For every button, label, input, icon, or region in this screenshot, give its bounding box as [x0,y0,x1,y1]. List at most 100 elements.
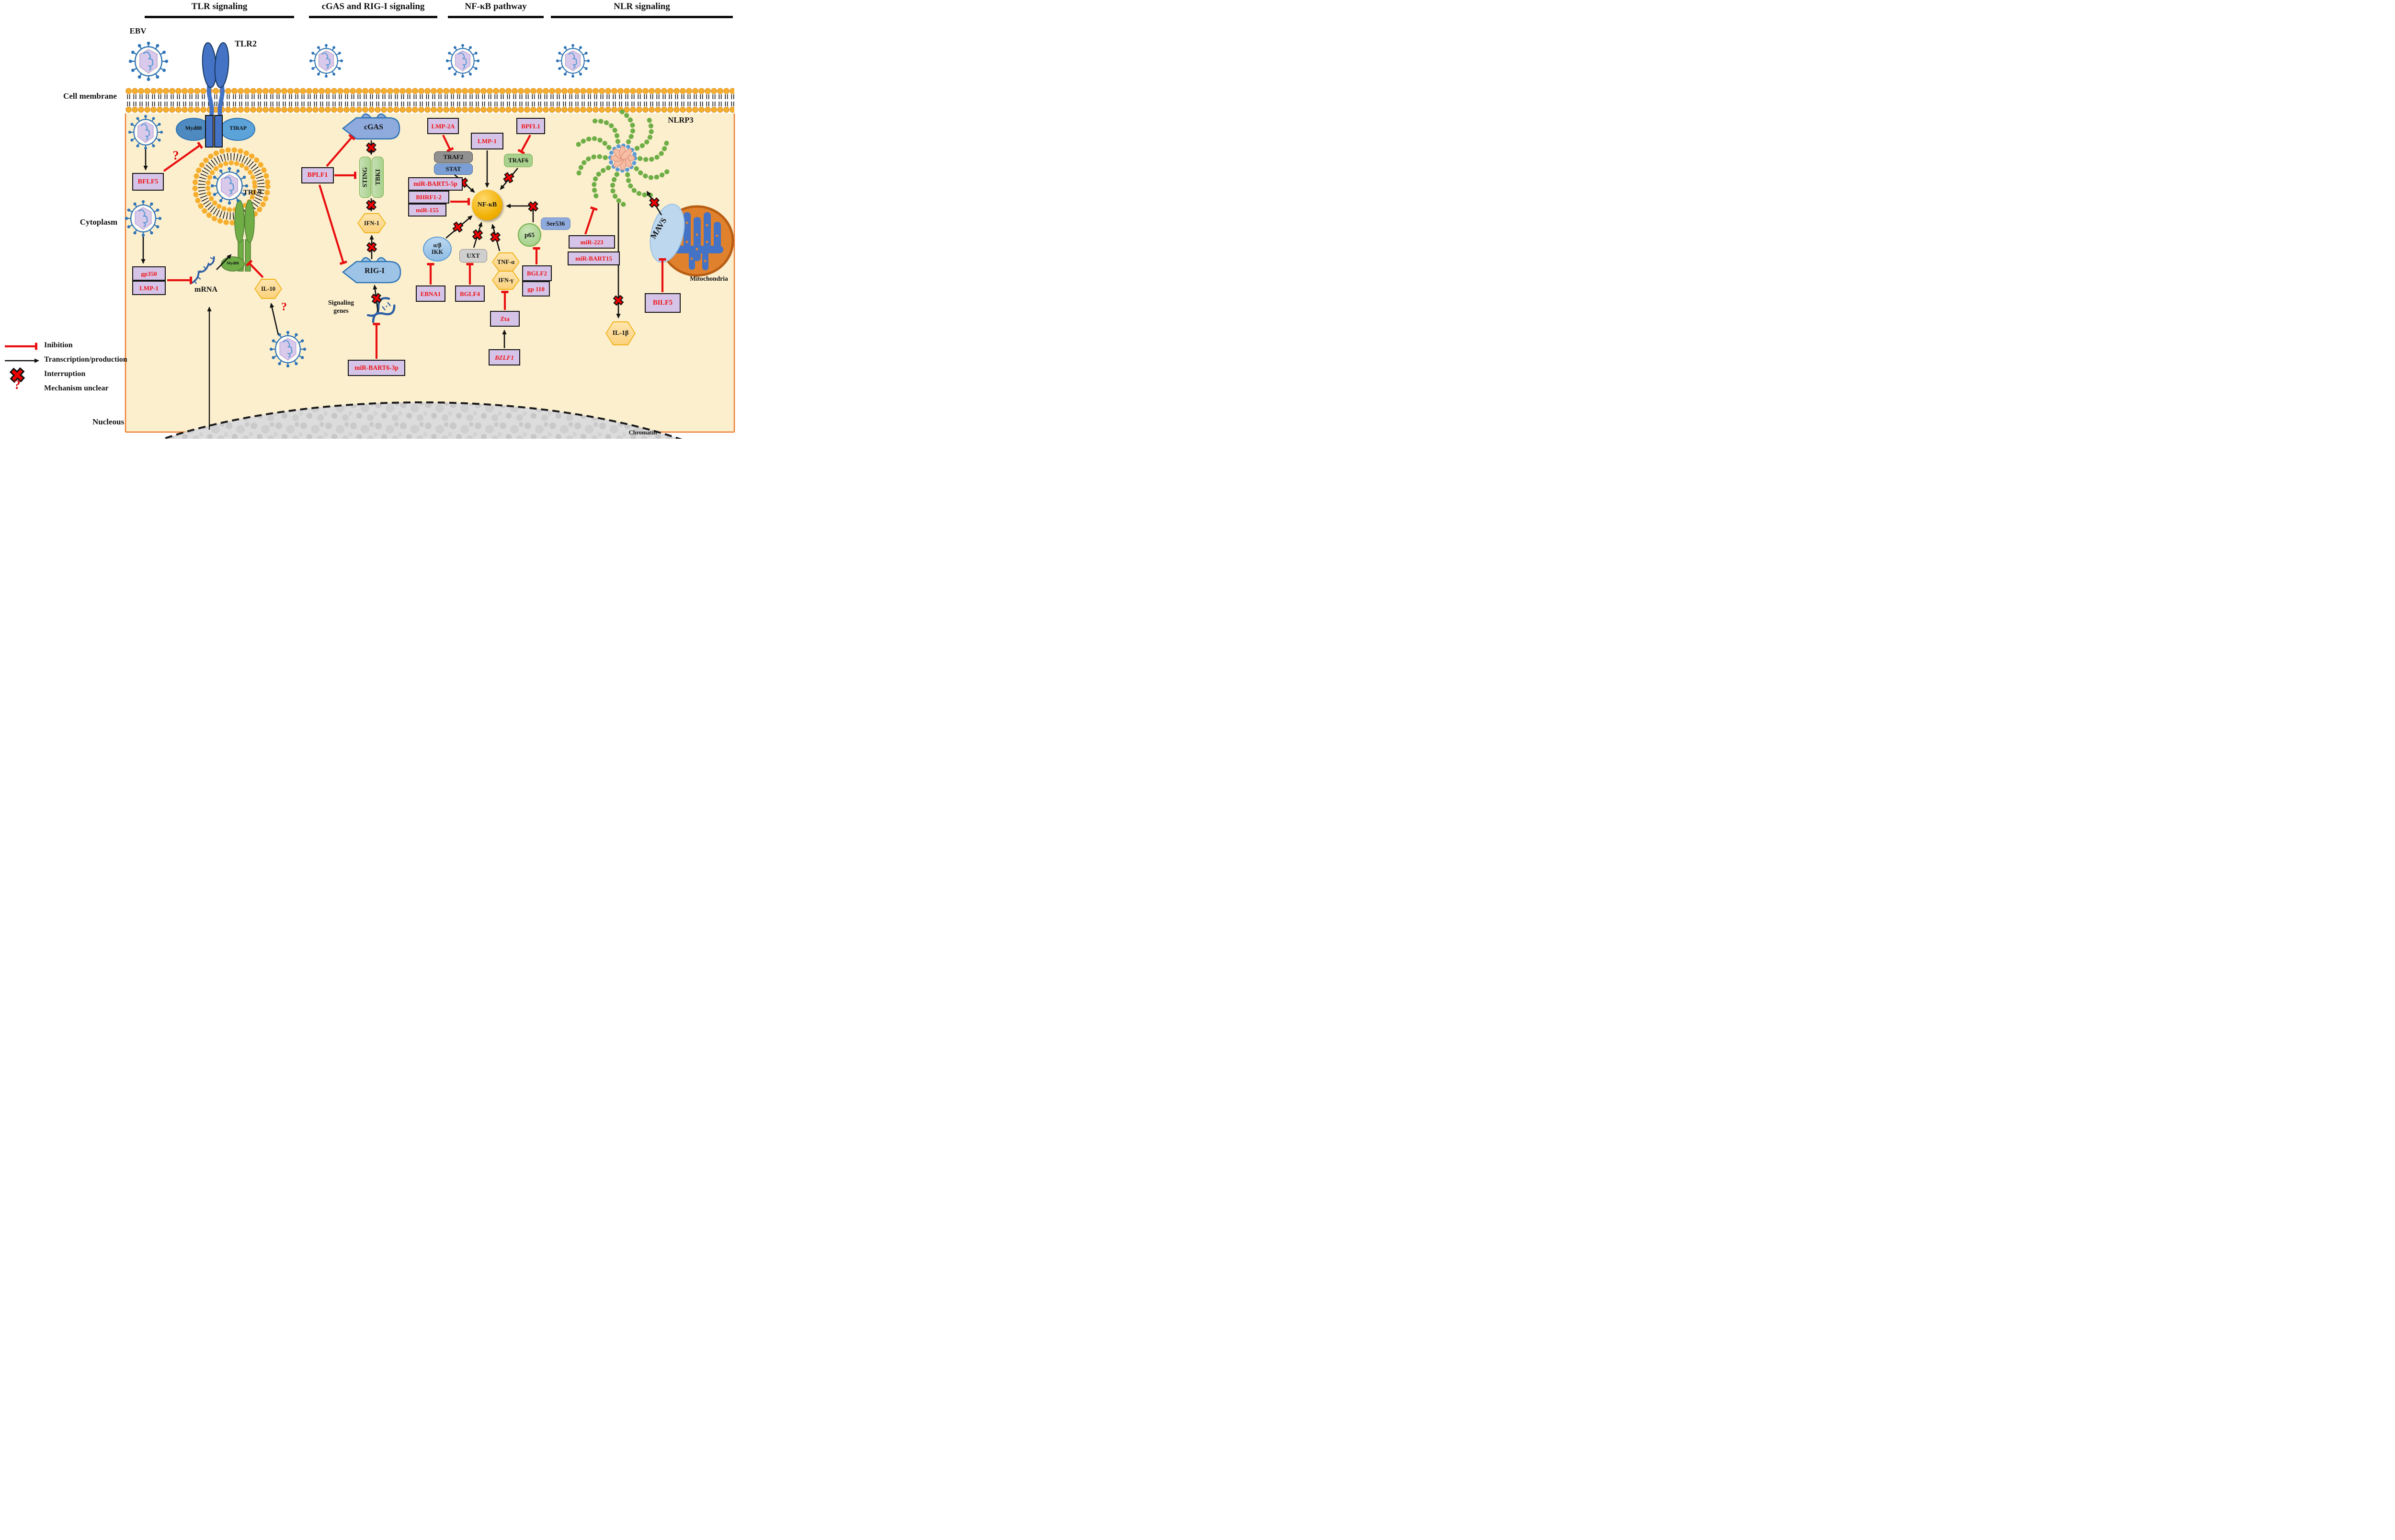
ebv-label: EBV [129,26,147,35]
ser536-box: Ser536 [541,217,570,230]
tlr9-receptor [221,200,255,272]
traf2-label: TRAF2 [443,153,464,160]
legend-transcription-label: Transcription/production [44,355,127,364]
p65-label: p65 [524,231,535,239]
sting-box: STING [359,157,371,198]
bplf1-label: BPLF1 [307,171,328,179]
zta-label: Zta [500,315,510,322]
mir-223-label: miR-223 [580,238,604,246]
header-cgas-rigi-signaling: cGAS and RIG-I signaling [321,1,425,11]
nlrp3-label: NLRP3 [668,115,694,125]
il10-hexagon: IL-10 [254,279,282,299]
question-mark-icon: ? [281,301,287,313]
header-underline [551,16,733,18]
bglf2-label: BGLF2 [527,270,547,277]
bzlf1-box: BZLF1 [489,349,520,365]
trl9-label: TRL9 [243,189,262,196]
question-mark-icon: ? [172,148,179,162]
signaling-genes-label: Signaling genes [328,299,354,314]
ab-ikk-label: α/β IKK [431,242,444,255]
il10-label: IL-10 [255,280,281,298]
inhibition-lines [5,134,666,359]
il1b-label: IL-1β [606,322,635,344]
tirap-label: TIRAP [229,125,247,131]
diagram-artwork [5,41,735,439]
gp350-label: gp350 [141,270,157,277]
traf6-label: TRAF6 [508,157,528,164]
rigi-shape [342,257,401,284]
figure-canvas: TLR signaling cGAS and RIG-I signaling N… [0,0,740,439]
ebna1-box: EBNA1 [416,285,445,302]
lmp1-box-nfkb: LMP-1 [471,133,503,149]
stat-label: STAT [445,165,461,172]
header-nlr-signaling: NLR signaling [614,1,670,11]
header-underline [145,16,294,18]
gp110-label: gp 110 [527,285,545,293]
legend-interruption-label: Interruption [44,370,86,378]
header-tlr-signaling: TLR signaling [191,1,248,11]
tlr2-receptor [176,42,255,148]
nfkb-node: NF-κB [472,190,502,220]
virus-icon [445,43,480,79]
tlr2-label: TLR2 [234,39,257,48]
bzlf1-label: BZLF1 [495,354,514,361]
mir-bart5-5p-box: miR-BART5-5p [408,177,463,191]
cell-membrane-label: Cell membrane [63,91,117,101]
bglf4-box: BGLF4 [455,285,485,302]
zta-box: Zta [490,311,520,327]
virus-icon [555,43,591,79]
header-underline [448,16,544,18]
header-nfkb-pathway: NF-κB pathway [465,1,527,11]
nfkb-label: NF-κB [477,201,497,208]
ebna1-label: EBNA1 [420,290,441,297]
mavs-shape [650,204,685,263]
mir-bart15-box: miR-BART15 [568,251,620,265]
nucleus-shape [160,401,683,439]
header-underline [309,16,437,18]
traf2-box: TRAF2 [434,151,473,163]
bflf5-label: BFLF5 [137,178,159,185]
mrna-label: mRNA [194,285,217,294]
virus-icon [128,41,169,82]
sting-label: STING [361,167,369,188]
lmp1-label-tlr: LMP-1 [139,284,159,292]
mrna-icon [190,256,215,285]
bhrf1-2-label: BHRF1-2 [416,194,442,201]
traf6-box: TRAF6 [504,154,533,167]
cgas-label: cGAS [364,123,383,131]
ab-ikk-node: α/β IKK [423,237,452,262]
myd88-label: Myd88 [185,125,202,131]
bpfl1-label: BPFL1 [521,122,540,130]
bilf5-label: BILF5 [652,299,673,307]
ifn1-hexagon: IFN-1 [357,213,386,233]
ifn1-label: IFN-1 [358,214,385,232]
uxt-box: UXT [459,249,487,262]
mir-155-box: miR-155 [408,204,446,217]
gp110-box: gp 110 [522,281,550,297]
cgas-shape [342,113,400,140]
stat-box: STAT [434,163,473,175]
lmp1-label-nfkb: LMP-1 [478,137,497,145]
mir-155-label: miR-155 [416,206,439,214]
bglf2-box: BGLF2 [522,265,552,281]
legend-question-icon: ? [14,377,21,392]
virus-icon [308,43,344,79]
bhrf1-2-box: BHRF1-2 [408,191,449,204]
bilf5-box: BILF5 [645,293,681,313]
mir-bart6-3p-box: miR-BART6-3p [348,360,405,376]
nlrp3-inflammasome [575,109,670,207]
cytoplasm-label: Cytoplasm [80,217,118,227]
tnfa-label: TNF-α [493,253,519,271]
mitochondria-label: Mitochondria [690,275,728,282]
bplf1-box: BPLF1 [301,167,334,183]
bpfl1-box: BPFL1 [516,118,545,134]
lmp2a-label: LMP-2A [431,122,455,130]
bglf4-label: BGLF4 [460,290,480,297]
mir-bart15-label: miR-BART15 [575,255,612,262]
legend-mechanism-unclear-label: Mechanism unclear [44,384,109,392]
legend-inhibition-label: Inibition [44,341,73,349]
ser536-label: Ser536 [546,220,565,227]
uxt-label: UXT [467,252,480,259]
chromatin-label: Chromatin [628,429,657,436]
rigi-label: RIG-I [365,267,385,275]
